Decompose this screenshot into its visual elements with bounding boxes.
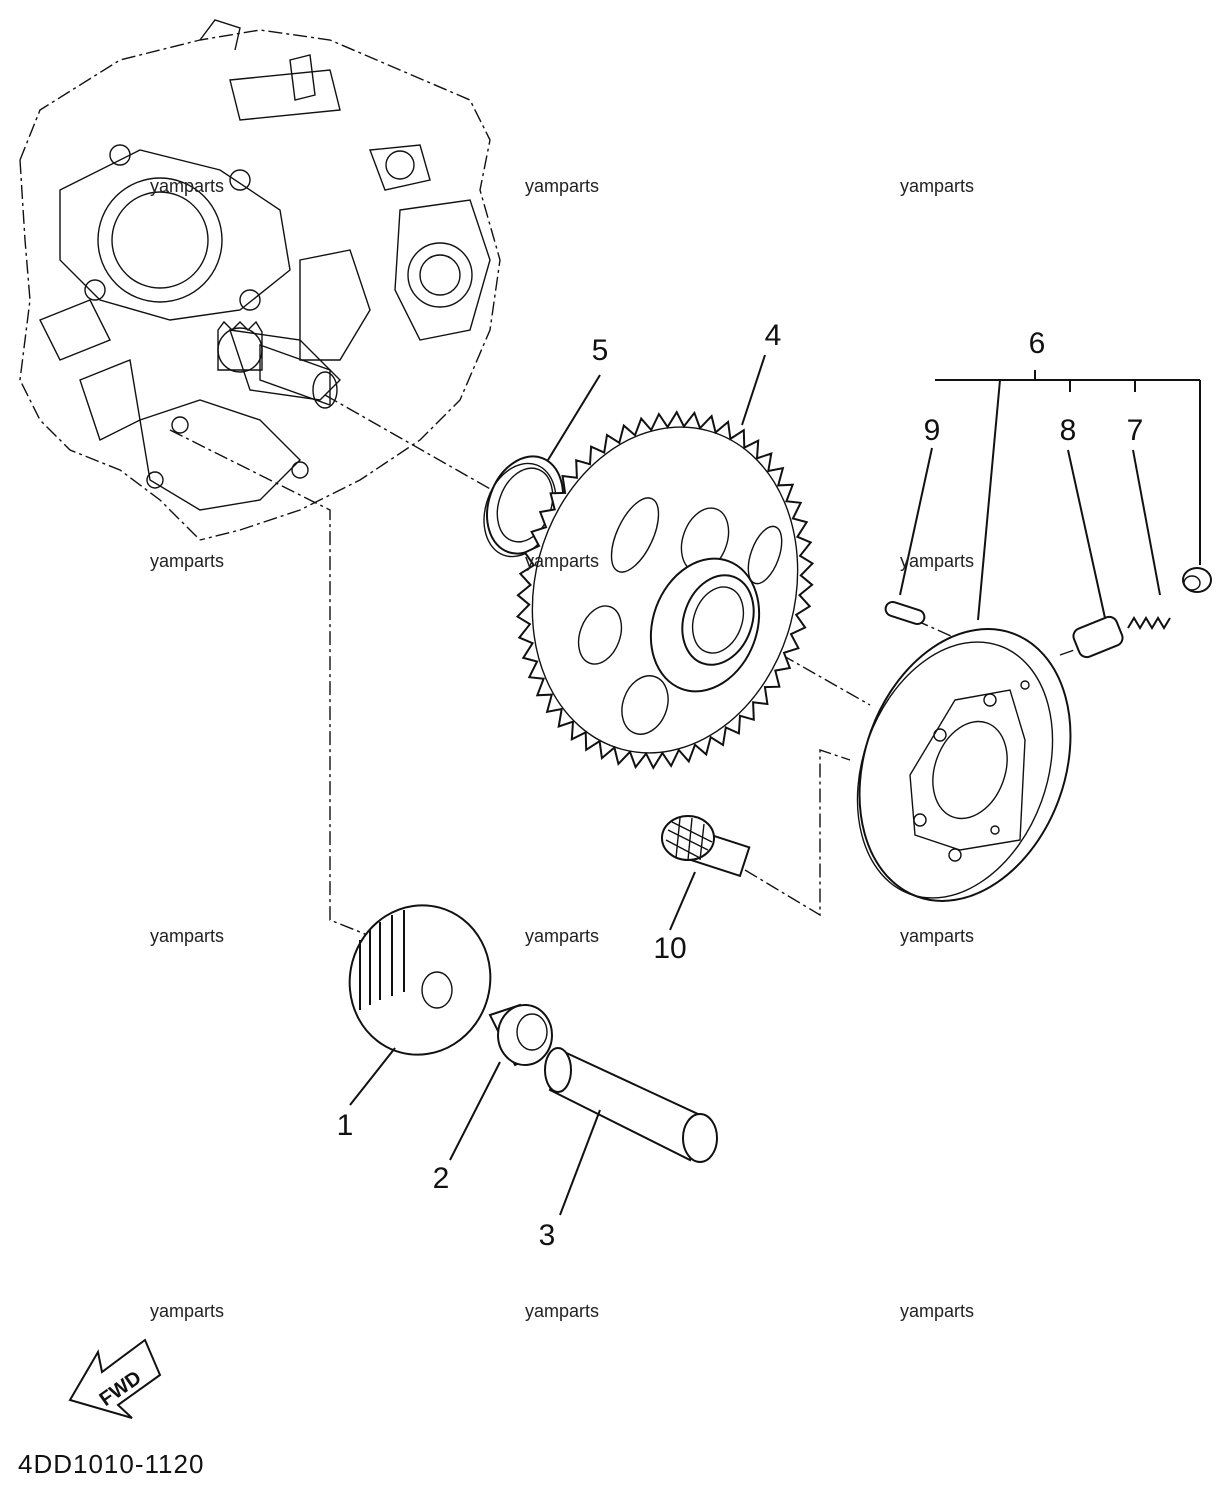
callout-6: 6	[1029, 327, 1046, 360]
watermark: yamparts	[900, 1301, 974, 1321]
part-4-wheel-gear	[515, 410, 815, 770]
part-6-cap	[1182, 567, 1212, 593]
part-7-spring	[1127, 616, 1171, 630]
crankcase-drawing	[19, 19, 501, 541]
fwd-arrow-icon: FWD	[68, 1338, 162, 1419]
callout-7: 7	[1127, 414, 1144, 447]
callout-3: 3	[539, 1219, 556, 1252]
watermark: yamparts	[900, 551, 974, 571]
callout-2: 2	[433, 1162, 450, 1195]
part-6-oneway-clutch	[856, 628, 1072, 902]
watermarks: yamparts yamparts yamparts yamparts yamp…	[150, 176, 974, 1321]
callout-9: 9	[924, 414, 941, 447]
part-2-bushing	[488, 1003, 553, 1067]
watermark: yamparts	[525, 176, 599, 196]
callout-1: 1	[337, 1109, 354, 1142]
callout-5: 5	[592, 334, 609, 367]
callout-10: 10	[653, 932, 686, 965]
watermark: yamparts	[525, 926, 599, 946]
watermark: yamparts	[150, 176, 224, 196]
part-9-pin	[884, 600, 926, 626]
part-1-idle-gear	[348, 904, 492, 1056]
callout-8: 8	[1060, 414, 1077, 447]
watermark: yamparts	[900, 176, 974, 196]
watermark: yamparts	[150, 551, 224, 571]
watermark: yamparts	[525, 551, 599, 571]
part-10-bolt	[661, 815, 751, 878]
diagram-code: 4DD1010-1120	[18, 1449, 204, 1479]
part-8-plunger	[1072, 615, 1124, 659]
watermark: yamparts	[150, 926, 224, 946]
watermark: yamparts	[150, 1301, 224, 1321]
callout-labels: 5 4 6 9 8 7 10 1 2 3	[337, 319, 1144, 1252]
watermark: yamparts	[900, 926, 974, 946]
part-3-shaft	[544, 1047, 718, 1163]
callout-4: 4	[765, 319, 782, 352]
leader-lines	[349, 354, 1201, 1216]
watermark: yamparts	[525, 1301, 599, 1321]
